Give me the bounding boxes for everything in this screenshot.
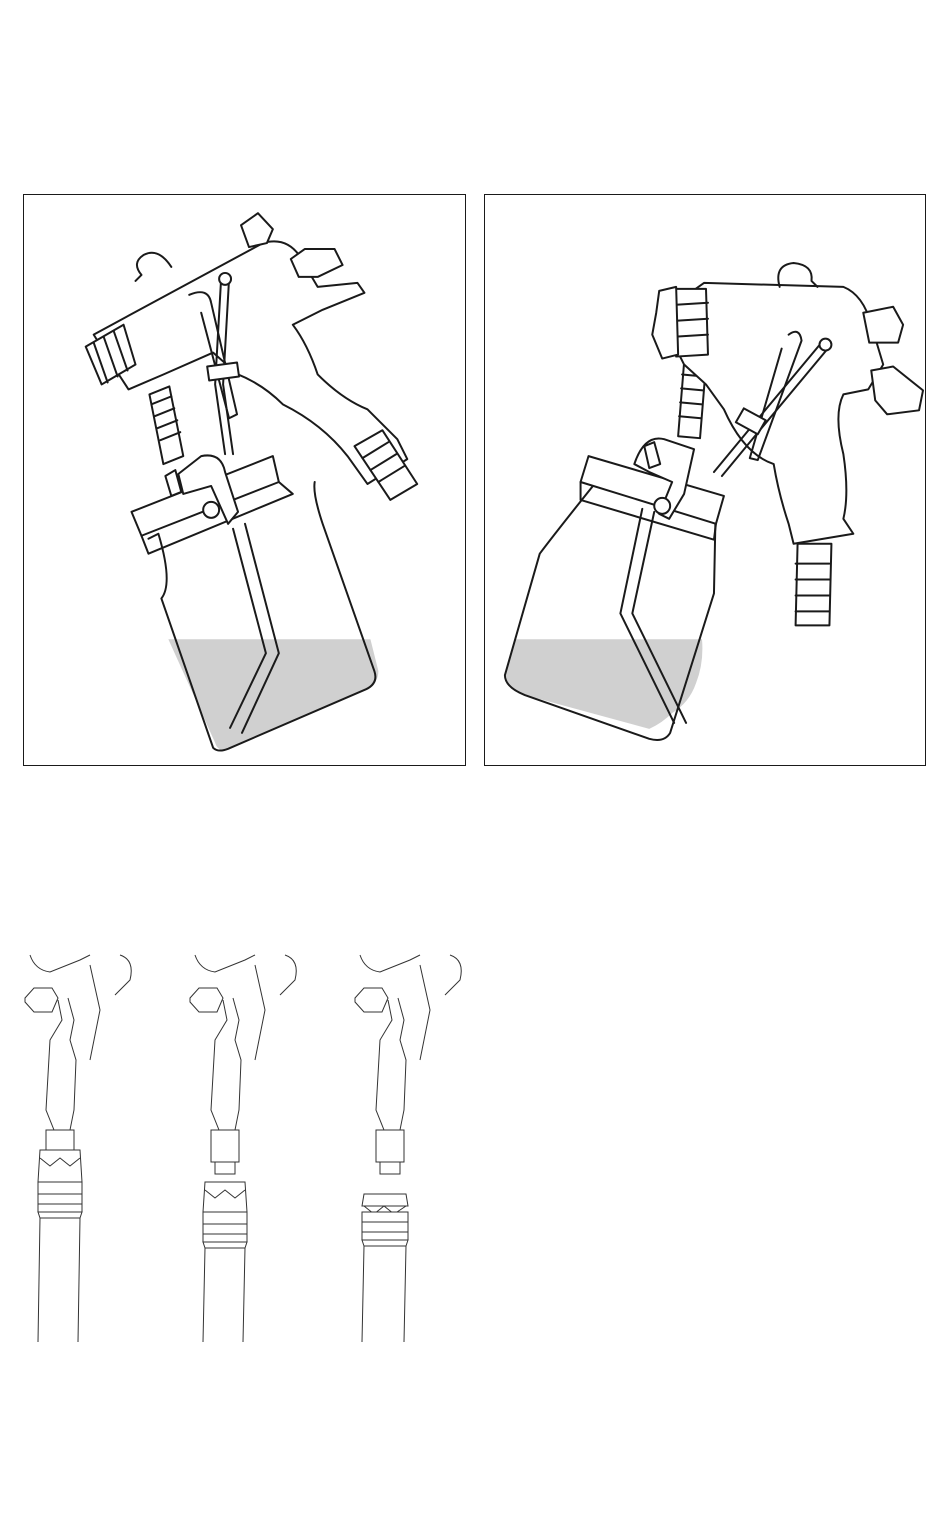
step-1-connected xyxy=(25,955,131,1342)
fan-adjuster-knob xyxy=(241,213,273,247)
hanger-hook xyxy=(778,263,817,287)
fan-adjuster-knob xyxy=(652,287,678,359)
cup-liquid xyxy=(168,639,378,750)
hanger-hook xyxy=(135,253,171,281)
spray-gun-tilted-backward-drawing xyxy=(485,195,925,765)
step-3-disconnected xyxy=(355,955,461,1342)
spray-gun-tilted-forward-drawing xyxy=(24,195,465,765)
tube-clip xyxy=(207,363,239,381)
step-2-separating xyxy=(190,955,296,1342)
illustration-panel-tilted-backward xyxy=(484,194,926,766)
cup-liquid xyxy=(505,639,703,729)
clamp-knob xyxy=(654,498,670,514)
fluid-adjuster-knob xyxy=(863,307,903,343)
quick-coupler-sequence xyxy=(20,950,470,1350)
air-cap-knob xyxy=(871,367,923,415)
fluid-cap-ring xyxy=(674,289,708,357)
air-inlet-fitting xyxy=(796,544,832,626)
clamp-knob xyxy=(203,502,219,518)
coupler-steps-illustration xyxy=(20,950,470,1350)
illustration-panel-tilted-forward xyxy=(23,194,466,766)
fluid-adjuster-knob xyxy=(291,249,343,277)
